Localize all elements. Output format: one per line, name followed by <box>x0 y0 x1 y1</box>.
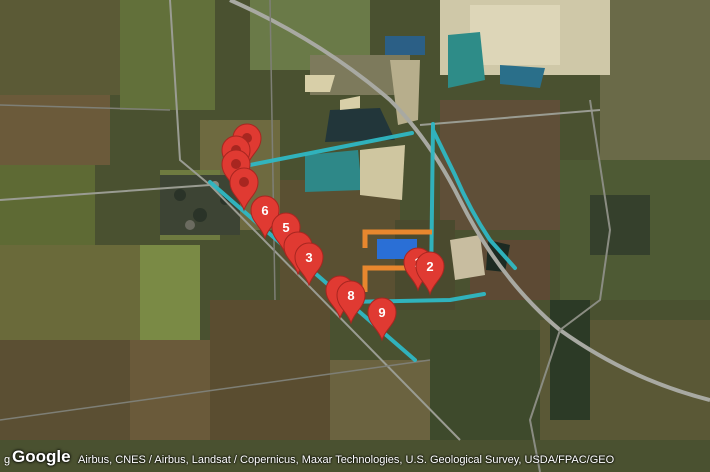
marker-label: 5 <box>282 220 289 235</box>
attribution-bar: g Google Airbus, CNES / Airbus, Landsat … <box>0 447 710 472</box>
map-marker[interactable]: 9 <box>367 297 397 342</box>
quarry-area <box>305 0 610 280</box>
map-marker[interactable] <box>229 167 259 212</box>
farm-fields <box>0 0 710 440</box>
marker-label: 2 <box>426 259 433 274</box>
map-marker[interactable]: 2 <box>415 251 445 296</box>
marker-label: 6 <box>261 203 268 218</box>
map-marker[interactable]: 8 <box>336 280 366 325</box>
marker-label: 8 <box>347 288 354 303</box>
marker-label: 3 <box>305 250 312 265</box>
map-marker[interactable]: 3 <box>294 242 324 287</box>
attribution-prefix: g <box>4 454 11 466</box>
town-area <box>160 175 650 420</box>
google-logo[interactable]: Google <box>12 447 71 466</box>
marker-label: 9 <box>378 305 385 320</box>
imagery-attribution: Airbus, CNES / Airbus, Landsat / Coperni… <box>78 454 615 466</box>
